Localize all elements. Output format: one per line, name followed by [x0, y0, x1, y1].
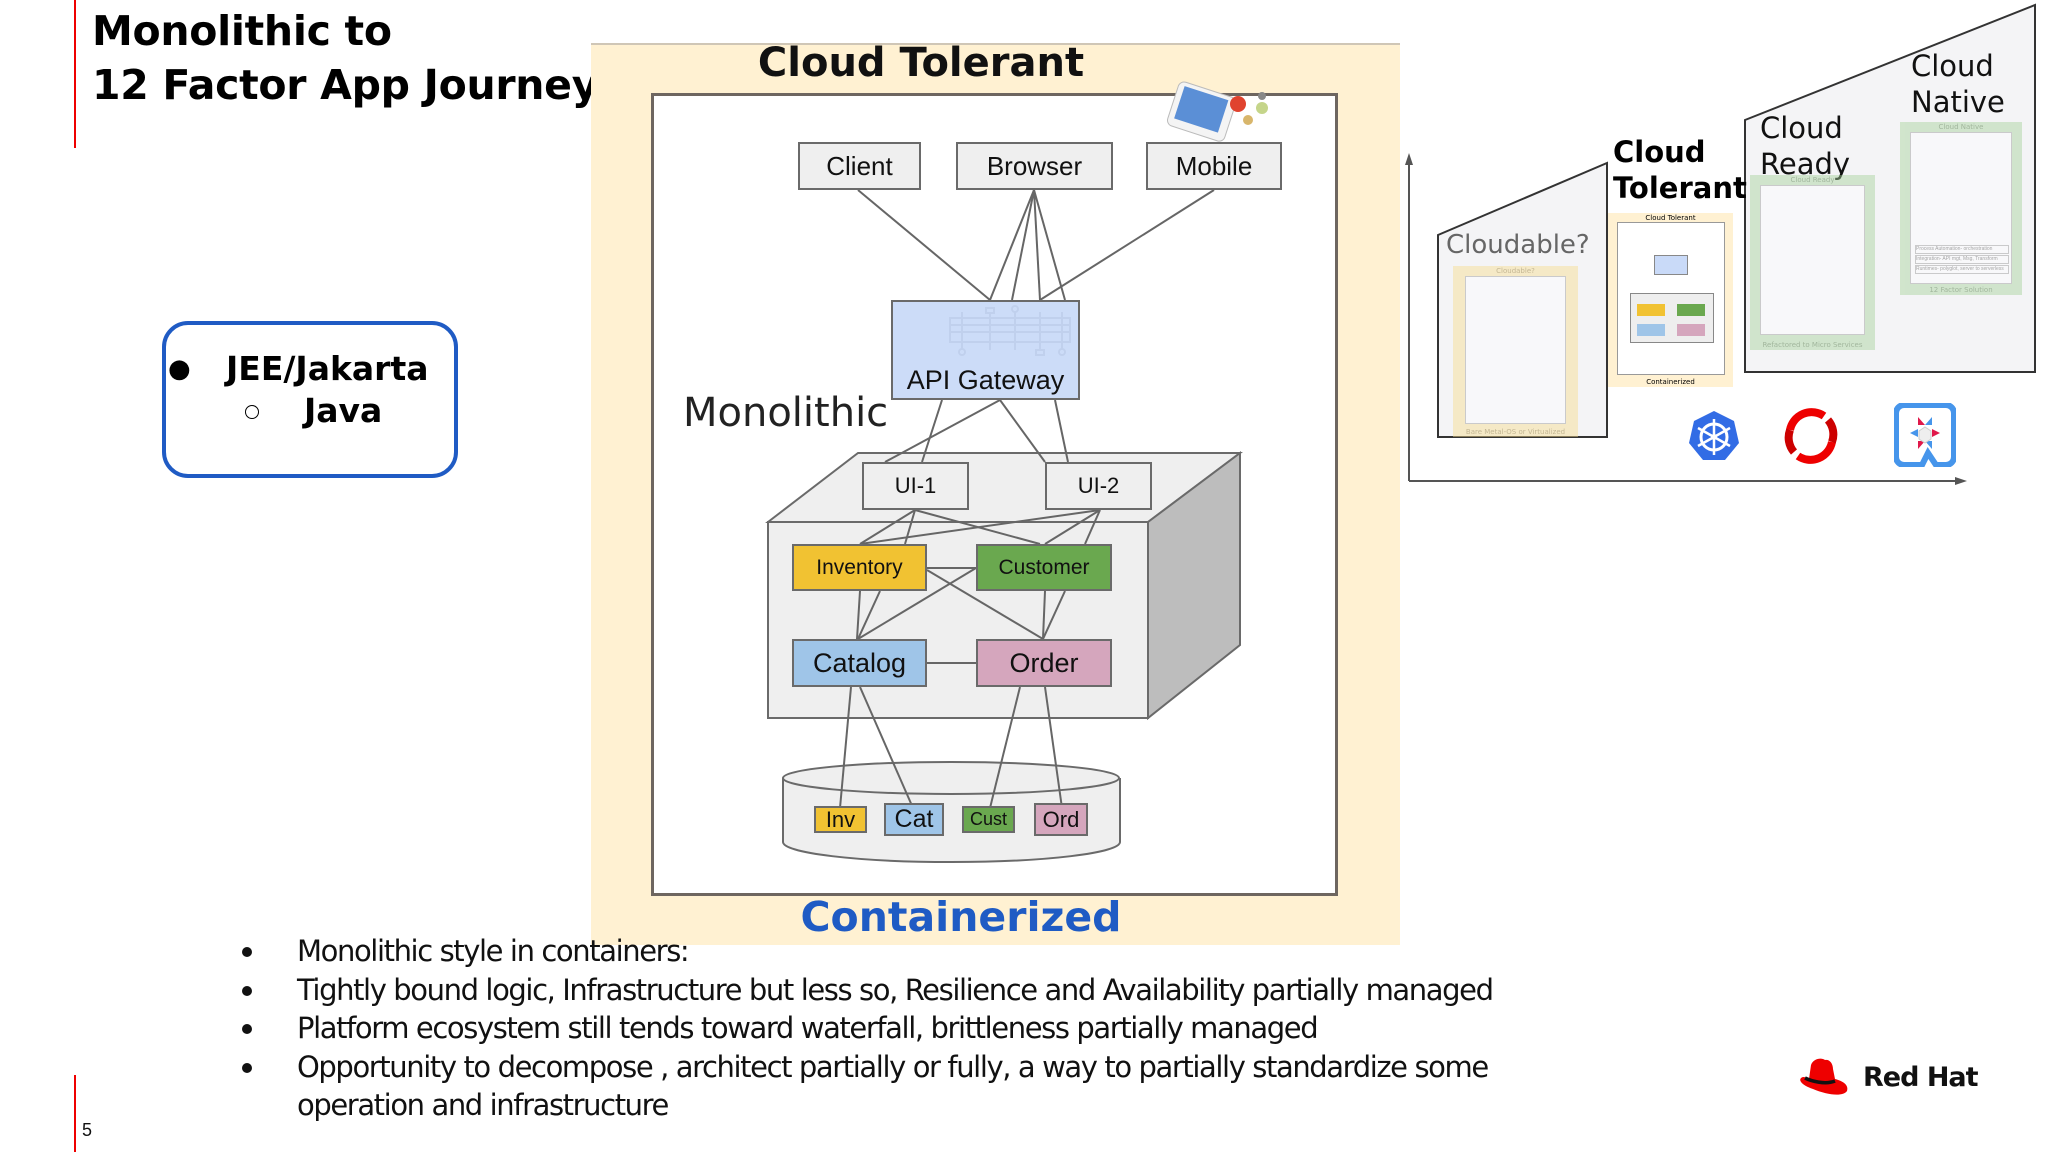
- accent-bar-bottom: [74, 1075, 76, 1152]
- red-hat-fedora-icon: [1800, 1058, 1848, 1095]
- x-axis: [1409, 477, 1967, 485]
- mobile-devices-icon: [1167, 81, 1268, 142]
- page-number: 5: [82, 1120, 93, 1140]
- catalog-service: Catalog: [792, 639, 927, 687]
- accent-bar-top: [74, 0, 76, 148]
- openshift-icon: [1784, 408, 1838, 464]
- red-hat-logo: Red Hat: [1797, 1057, 1979, 1097]
- mini-cube: [1630, 293, 1714, 343]
- mini-layers: Process Automation- orchestration Integr…: [1915, 245, 2009, 274]
- kubernetes-icon: [1689, 411, 1739, 460]
- order-service: Order: [976, 639, 1112, 687]
- stage-cloudable-frame: [1437, 161, 1608, 438]
- bullet-list: Monolithic style in containers: Tightly …: [240, 932, 1620, 1125]
- mini-gateway: [1654, 255, 1688, 275]
- mini-diagram-cloud-tolerant: Cloud Tolerant Containerized: [1608, 213, 1733, 387]
- ui-2-node: UI-2: [1045, 462, 1152, 510]
- api-gateway-label: API Gateway: [906, 365, 1065, 395]
- bullet-icon: [242, 1024, 252, 1034]
- order-datastore: Ord: [1034, 803, 1088, 836]
- client-node: Client: [798, 142, 921, 190]
- title-line-1: Monolithic to: [92, 7, 392, 55]
- mobile-node: Mobile: [1146, 142, 1282, 190]
- bullet-item: Tightly bound logic, Infrastructure but …: [240, 971, 1620, 1010]
- inventory-datastore: Inv: [814, 806, 867, 833]
- y-axis: [1405, 153, 1413, 481]
- bullet-icon: [242, 985, 252, 996]
- catalog-datastore: Cat: [884, 803, 944, 836]
- stage-label-cloud-ready: Cloud Ready: [1760, 111, 1851, 181]
- api-gateway-node: API Gateway: [891, 300, 1080, 400]
- database-cylinder: [782, 761, 1121, 864]
- bullet-item: Opportunity to decompose , architect par…: [240, 1048, 1590, 1125]
- customer-datastore: Cust: [962, 806, 1015, 833]
- stage-cloud-native-frame: [1744, 3, 2036, 373]
- bullet-icon: [242, 1062, 252, 1073]
- hollow-bullet-icon: [245, 405, 259, 419]
- bullet-icon: ●: [168, 354, 191, 384]
- stage-label-cloudable: Cloudable?: [1446, 230, 1590, 260]
- customer-service: Customer: [976, 544, 1112, 591]
- mini-diagram-cloudable: Cloudable? Bare Metal-OS or Virtualized: [1453, 266, 1578, 437]
- stage-label-cloud-native: Cloud Native: [1911, 49, 2005, 119]
- diagram-footer: Containerized: [800, 893, 1122, 941]
- monolithic-label: Monolithic: [683, 390, 889, 436]
- diagram-title: Cloud Tolerant: [757, 40, 1085, 86]
- mini-diagram-cloud-ready: Cloud Ready Refactored to Micro Services: [1750, 175, 1875, 350]
- bullet-icon: [242, 947, 252, 957]
- technology-callout: [162, 321, 458, 478]
- inventory-service: Inventory: [792, 544, 927, 591]
- stage-label-cloud-tolerant: Cloud Tolerant: [1613, 135, 1747, 205]
- ui-1-node: UI-1: [862, 462, 969, 510]
- quarkus-icon: [1894, 403, 1956, 467]
- mini-diagram-cloud-native: Cloud Native Process Automation- orchest…: [1900, 122, 2022, 295]
- red-hat-wordmark: Red Hat: [1863, 1061, 1979, 1093]
- bullet-item: Platform ecosystem still tends toward wa…: [240, 1009, 1620, 1048]
- slide-title: Monolithic to 12 Factor App Journey: [92, 4, 598, 112]
- browser-node: Browser: [956, 142, 1113, 190]
- title-line-2: 12 Factor App Journey: [92, 61, 599, 109]
- bullet-item: Monolithic style in containers:: [240, 932, 1620, 971]
